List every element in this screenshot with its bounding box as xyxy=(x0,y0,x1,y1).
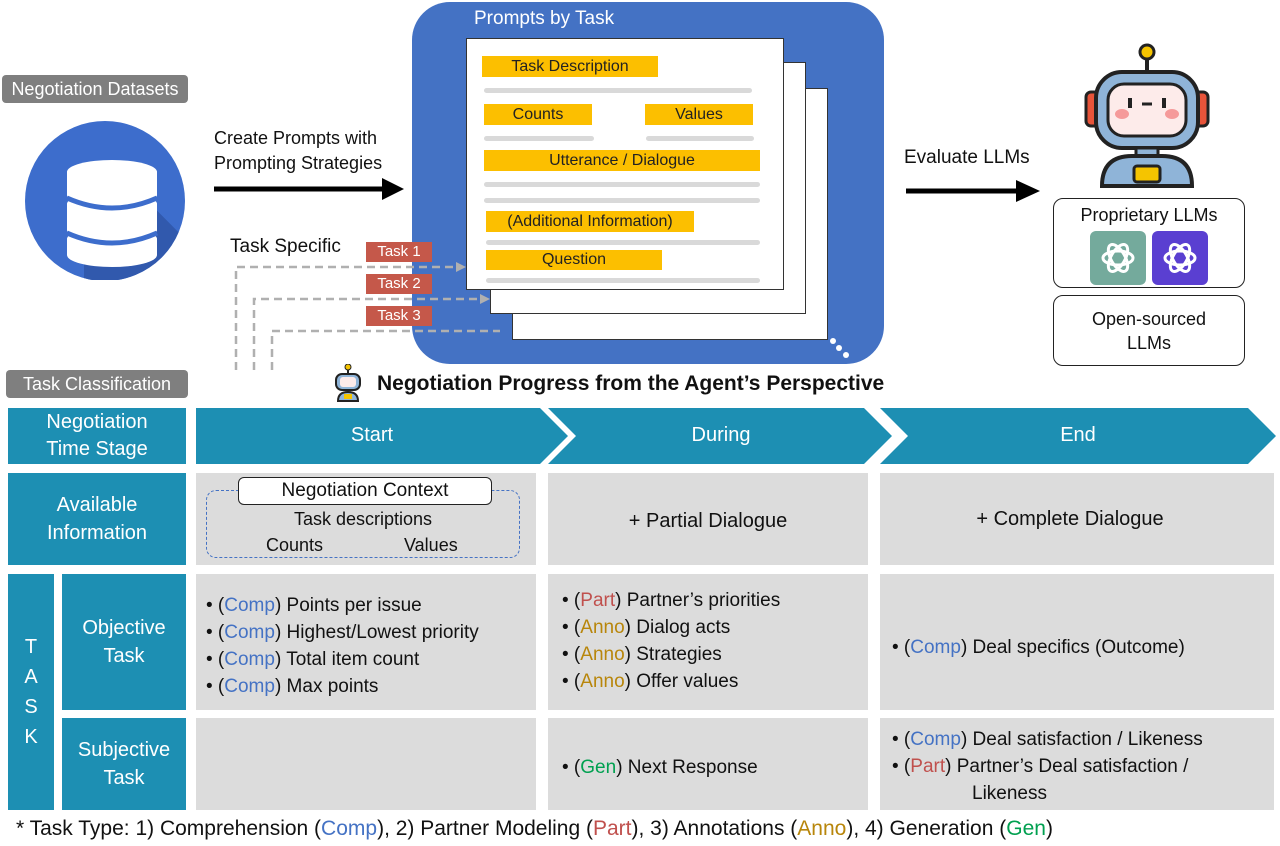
prompts-title: Prompts by Task xyxy=(474,8,615,29)
open-sourced-box xyxy=(1053,295,1245,366)
stage-start: Start xyxy=(350,424,394,446)
database-icon xyxy=(25,121,185,280)
open-sourced-line2: LLMs xyxy=(1126,333,1171,353)
task-bullet-item: • (Anno) Strategies xyxy=(562,644,722,665)
task-vertical-header: T A S K xyxy=(8,574,54,810)
field-values: Values xyxy=(645,104,753,125)
footnote: * Task Type: 1) Comprehension (Comp), 2)… xyxy=(16,817,1053,840)
subjective-end-continuation: Likeness xyxy=(972,783,1047,804)
task-bullet-item: • (Anno) Dialog acts xyxy=(562,617,731,638)
task-bullet-item: • (Comp) Max points xyxy=(206,676,379,697)
subjective-end-cell: • (Comp) Deal satisfaction / Likeness • (… xyxy=(880,718,1274,810)
task-tag-2: Task 2 xyxy=(366,274,432,294)
field-utterance: Utterance / Dialogue xyxy=(484,150,760,171)
available-during-cell xyxy=(548,473,868,565)
arrow-right-icon xyxy=(214,178,404,200)
arrow-right-icon xyxy=(906,180,1040,202)
task-classification-label: Task Classification xyxy=(6,370,188,398)
task-bullet-item: • (Part) Partner’s Deal satisfaction / xyxy=(892,756,1189,777)
context-task-desc: Task descriptions xyxy=(293,509,433,529)
complete-dialogue: + Complete Dialogue xyxy=(976,508,1164,530)
create-prompts-line2: Prompting Strategies xyxy=(214,153,383,173)
task-bullet-item: • (Comp) Total item count xyxy=(206,649,420,670)
proprietary-box xyxy=(1053,198,1245,288)
subjective-task-header: Subjective Task xyxy=(62,718,186,810)
context-counts: Counts xyxy=(266,535,324,555)
stage-during: During xyxy=(691,424,751,446)
create-prompts-line1: Create Prompts with xyxy=(214,128,378,148)
task-specific-label: Task Specific xyxy=(230,236,341,257)
task-connectors xyxy=(234,262,500,370)
task-bullet-item: • (Comp) Points per issue xyxy=(206,595,422,616)
available-info-header: Available Information xyxy=(8,473,186,565)
progress-title: Negotiation Progress from the Agent’s Pe… xyxy=(377,372,885,395)
open-sourced-line1: Open-sourced xyxy=(1091,309,1207,329)
field-question: Question xyxy=(486,250,662,270)
datasets-label: Negotiation Datasets xyxy=(2,75,188,103)
task-bullet-item: • (Comp) Deal satisfaction / Likeness xyxy=(892,729,1203,750)
stage-chevrons xyxy=(196,408,1276,464)
proprietary-label: Proprietary LLMs xyxy=(1080,205,1218,225)
objective-during-cell: • (Part) Partner’s priorities • (Anno) Di… xyxy=(548,574,868,710)
chatgpt-logo-icon xyxy=(1090,231,1146,285)
task-bullet-item: • (Anno) Offer values xyxy=(562,671,739,692)
task-bullet-item: • (Part) Partner’s priorities xyxy=(562,590,781,611)
subjective-during-cell: • (Gen) Next Response xyxy=(548,718,868,810)
task-bullet-item: • (Comp) Deal specifics (Outcome) xyxy=(892,637,1185,658)
partial-dialogue: + Partial Dialogue xyxy=(628,510,788,532)
task-bullet-item: • (Comp) Highest/Lowest priority xyxy=(206,622,479,643)
more-pages-icon xyxy=(830,338,849,358)
objective-start-cell: • (Comp) Points per issue • (Comp) Highes… xyxy=(196,574,536,710)
field-counts: Counts xyxy=(484,104,592,125)
stage-end: End xyxy=(1060,424,1096,446)
context-values: Values xyxy=(404,535,458,555)
objective-task-header: Objective Task xyxy=(62,574,186,710)
available-end-cell xyxy=(880,473,1274,565)
robot-icon xyxy=(1084,43,1210,188)
task-tag-1: Task 1 xyxy=(366,242,432,262)
context-title: Negotiation Context xyxy=(238,477,492,505)
objective-end-cell: • (Comp) Deal specifics (Outcome) xyxy=(880,574,1274,710)
robot-icon xyxy=(335,364,361,402)
subjective-start-cell xyxy=(196,718,536,810)
chatgpt-logo-icon xyxy=(1152,231,1208,285)
task-tag-3: Task 3 xyxy=(366,306,432,326)
field-task-description: Task Description xyxy=(482,56,658,77)
time-stage-header: Negotiation Time Stage xyxy=(8,408,186,464)
evaluate-label: Evaluate LLMs xyxy=(904,147,1030,168)
field-additional: (Additional Information) xyxy=(486,211,694,232)
task-bullet-item: • (Gen) Next Response xyxy=(562,757,758,778)
